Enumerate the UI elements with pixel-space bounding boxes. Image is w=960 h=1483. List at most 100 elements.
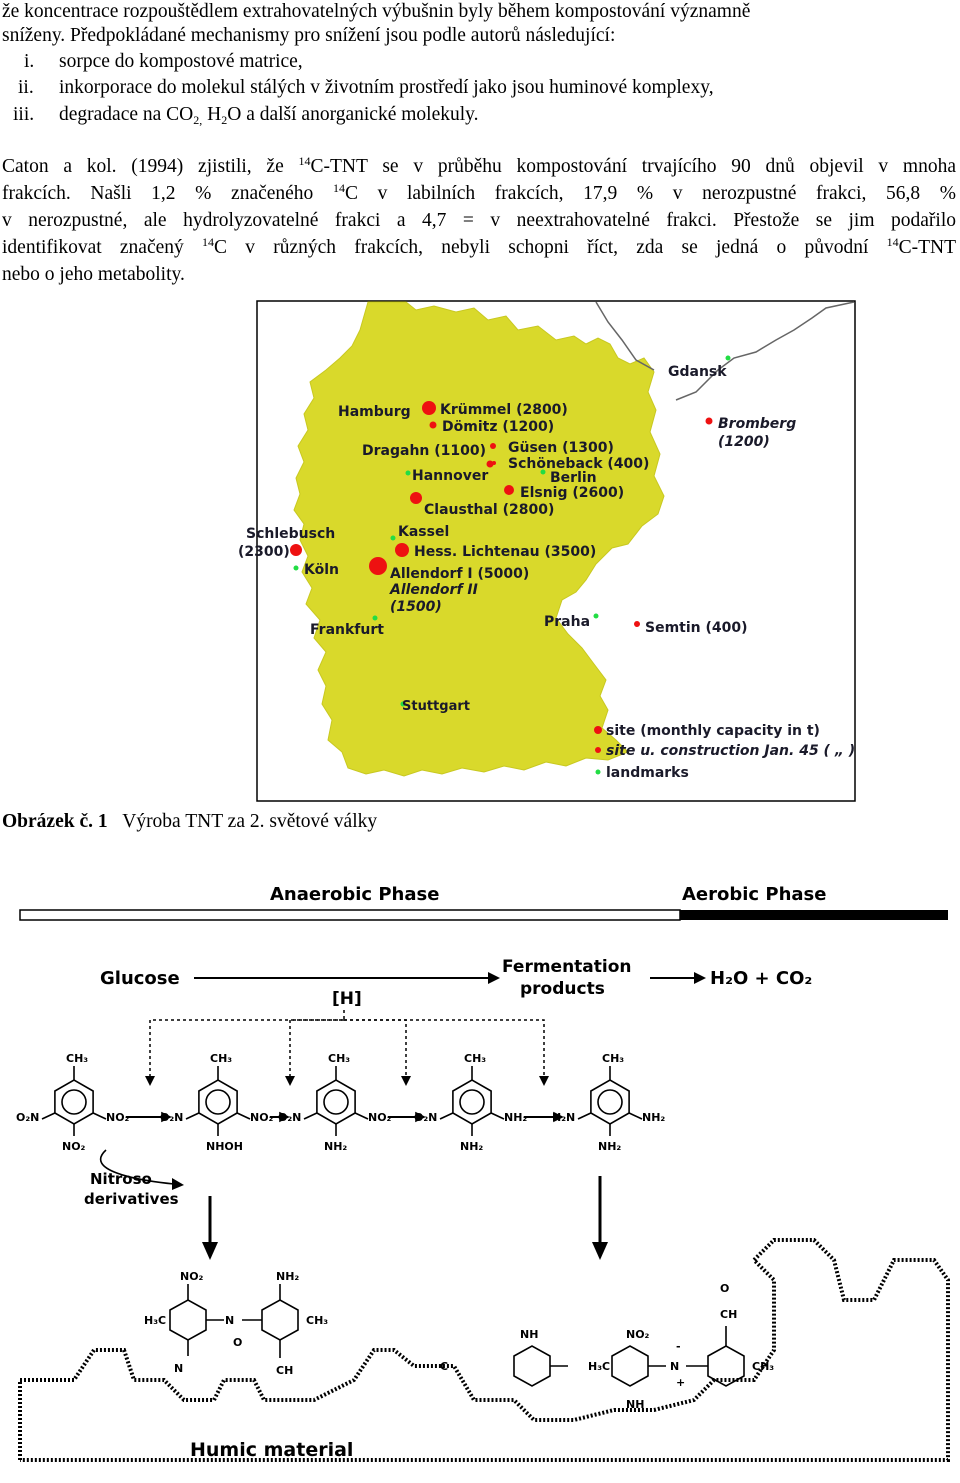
landmark-frankfurt bbox=[372, 615, 378, 621]
molecule-hydroxylamino-right-label: NO₂ bbox=[250, 1111, 274, 1124]
bottom-o-1: O bbox=[233, 1336, 242, 1349]
label-berlin: Berlin bbox=[550, 470, 597, 486]
site-elsnig bbox=[504, 485, 514, 495]
molecule-tnt-bond bbox=[41, 1112, 56, 1120]
bottom-plus: + bbox=[676, 1376, 685, 1389]
bottom-ch-2: CH bbox=[720, 1308, 737, 1321]
molecule-triamino-ring bbox=[590, 1079, 630, 1125]
molecule-diamino-nitro-left-label: O₂N bbox=[414, 1111, 437, 1124]
bottom-ch-1: CH bbox=[276, 1364, 293, 1377]
label-praha: Praha bbox=[544, 614, 590, 630]
aerobic-phase-bar bbox=[680, 910, 948, 920]
paragraph1-line1: že koncentrace rozpouštědlem extrahovate… bbox=[2, 1, 751, 22]
molecule-hydroxylamino-left-label: O₂N bbox=[160, 1111, 183, 1124]
molecule-tnt-right-label: NO₂ bbox=[106, 1111, 130, 1124]
site-gusen bbox=[486, 460, 494, 468]
nitroso-label-2: derivatives bbox=[84, 1190, 179, 1208]
label-hess: Hess. Lichtenau (3500) bbox=[414, 544, 596, 560]
molecule-amino-dinitro-bottom-label: NH₂ bbox=[324, 1140, 347, 1153]
site-domitz bbox=[429, 421, 437, 429]
figure-caption: Obrázek č. 1 Výroba TNT za 2. světové vá… bbox=[2, 811, 378, 832]
h2o-co2-label: H₂O + CO₂ bbox=[710, 968, 812, 989]
molecule-triamino-bottom-label: NH₂ bbox=[598, 1140, 621, 1153]
molecule-triamino-aromatic-circle bbox=[597, 1089, 623, 1115]
bottom-nh-1: NH bbox=[626, 1398, 644, 1411]
paragraph2-line3: v nerozpustné, ale hydrolyzovatelné frak… bbox=[2, 210, 956, 231]
humic-bound-compounds bbox=[169, 1284, 745, 1387]
molecule-amino-dinitro-bond bbox=[354, 1112, 369, 1120]
label-hamburg: Hamburg bbox=[338, 404, 411, 420]
bottom-o-2: O bbox=[720, 1282, 729, 1295]
fermentation-label-1: Fermentation bbox=[502, 957, 632, 977]
bottom-nh2-1: NH₂ bbox=[276, 1270, 299, 1283]
mechanism-i-number: i. bbox=[24, 51, 35, 72]
aerobic-phase-label: Aerobic Phase bbox=[682, 884, 826, 905]
molecule-diamino-nitro-bond bbox=[439, 1112, 454, 1120]
label-stuttgart: Stuttgart bbox=[402, 699, 470, 714]
landmark-hannover bbox=[405, 470, 411, 476]
label-krummel: Krümmel (2800) bbox=[440, 402, 568, 418]
paragraph2-line5: nebo o jeho metabolity. bbox=[2, 264, 185, 285]
bottom-ch3-1: CH₃ bbox=[306, 1314, 328, 1327]
glucose-label: Glucose bbox=[100, 968, 180, 989]
molecule-triamino-bond bbox=[577, 1112, 592, 1120]
paragraph2-line4: identifikovat značený 14C v různých frak… bbox=[2, 235, 957, 258]
paragraph1-line2: sníženy. Předpokládané mechanismy pro sn… bbox=[2, 25, 616, 46]
anaerobic-phase-label: Anaerobic Phase bbox=[270, 884, 439, 905]
molecule-diamino-nitro-ch3-label: CH₃ bbox=[464, 1052, 486, 1065]
legend-site-label: site (monthly capacity in t) bbox=[606, 723, 820, 739]
label-allendorf2: Allendorf II bbox=[389, 582, 478, 598]
germany-landmass bbox=[293, 301, 665, 777]
bottom-nh-2: NH bbox=[520, 1328, 538, 1341]
anaerobic-phase-bar bbox=[19, 909, 681, 921]
site-allendorf bbox=[369, 557, 387, 575]
reduction-arrowhead-2 bbox=[279, 1111, 290, 1123]
bottom-h3c-2: H₃C bbox=[588, 1360, 610, 1373]
label-semtin: Semtin (400) bbox=[645, 620, 748, 636]
nitroso-label-1: Nitroso bbox=[90, 1170, 152, 1188]
fermentation-label-2: products bbox=[520, 979, 605, 999]
molecule-triamino-left-label: H₂N bbox=[552, 1111, 575, 1124]
site-schonebeck bbox=[492, 461, 496, 465]
tnt-degradation-diagram: Anaerobic Phase Aerobic Phase Glucose Fe… bbox=[16, 884, 950, 1462]
mechanism-i-text: sorpce do kompostové matrice, bbox=[59, 51, 303, 72]
label-dragahn: Dragahn (1100) bbox=[362, 443, 486, 459]
label-allendorf1: Allendorf I (5000) bbox=[390, 566, 529, 582]
label-bromberg: Bromberg bbox=[718, 416, 796, 432]
molecule-hydroxylamino-bottom-label: NHOH bbox=[206, 1140, 243, 1153]
site-krummel bbox=[422, 401, 436, 415]
site-hess bbox=[395, 543, 409, 557]
molecule-amino-dinitro-right-label: NO₂ bbox=[368, 1111, 392, 1124]
label-gusen: Güsen (1300) bbox=[508, 440, 614, 456]
molecule-diamino-nitro-bond bbox=[490, 1112, 505, 1120]
bottom-no2-2: NO₂ bbox=[626, 1328, 650, 1341]
landmark-gdansk bbox=[725, 355, 731, 361]
humic-material-chain bbox=[18, 1238, 950, 1462]
bottom-n-1: N bbox=[225, 1314, 234, 1327]
label-schlebusch: Schlebusch bbox=[246, 526, 335, 542]
molecule-hydroxylamino-ring bbox=[198, 1079, 238, 1125]
mechanism-iii-number: iii. bbox=[13, 104, 35, 125]
molecule-triamino-right-label: NH₂ bbox=[642, 1111, 665, 1124]
label-bromberg-capacity: (1200) bbox=[718, 434, 770, 450]
label-allendorf2-capacity: (1500) bbox=[390, 599, 442, 615]
paragraph2-line2: frakcích. Našli 1,2 % značeného 14C v la… bbox=[2, 181, 956, 204]
site-clausthal bbox=[410, 492, 422, 504]
mechanism-iii-text: degradace na CO2, H2O a další anorganick… bbox=[59, 104, 479, 127]
glucose-arrowhead bbox=[488, 972, 500, 984]
bottom-n-3: N bbox=[670, 1360, 679, 1373]
molecule-triamino-ch3-label: CH₃ bbox=[602, 1052, 624, 1065]
landmark-koln bbox=[293, 565, 299, 571]
fermentation-arrowhead bbox=[694, 972, 706, 984]
molecule-diamino-nitro-ring bbox=[452, 1079, 492, 1125]
nitroso-curved-arrow bbox=[99, 1149, 175, 1185]
molecule-diamino-nitro-aromatic-circle bbox=[459, 1089, 485, 1115]
molecule-tnt-bond bbox=[92, 1112, 107, 1120]
label-hannover: Hannover bbox=[412, 468, 488, 484]
molecule-amino-dinitro-left-label: O₂N bbox=[278, 1111, 301, 1124]
molecule-hydroxylamino-ch3-label: CH₃ bbox=[210, 1052, 232, 1065]
site-dragahn bbox=[490, 443, 496, 449]
molecule-amino-dinitro-bond bbox=[303, 1112, 318, 1120]
bottom-h3c-1: H₃C bbox=[144, 1314, 166, 1327]
